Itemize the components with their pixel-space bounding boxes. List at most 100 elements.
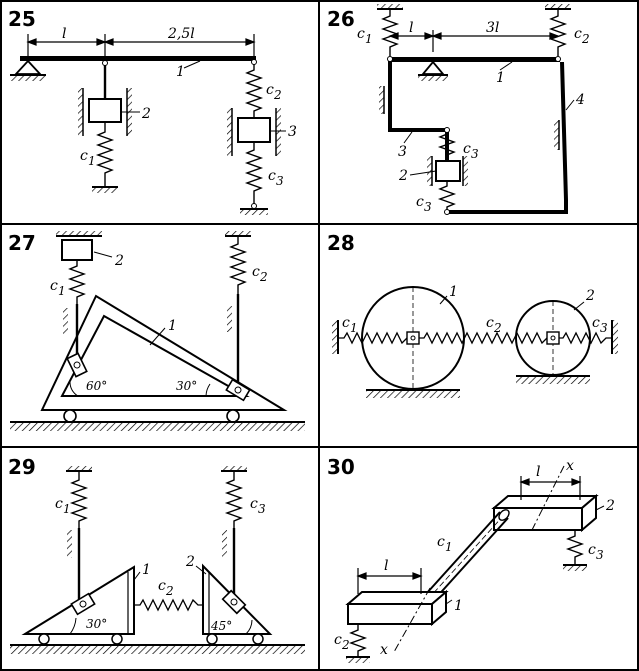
- mass-3: [237, 117, 271, 143]
- problem-29: 29 c 1 c 3 1 30° c 2: [8, 455, 305, 654]
- svg-text:2: 2: [581, 32, 590, 46]
- dim-3l-label: 3l: [486, 20, 499, 36]
- svg-text:2: 2: [493, 321, 502, 335]
- angle-45: 45°: [210, 619, 232, 633]
- dim-l-lower: l: [384, 558, 388, 574]
- problem-30: 30 2 l x c 3 c 1 1: [327, 455, 615, 663]
- angle-30: 30°: [86, 617, 107, 631]
- svg-text:3: 3: [276, 174, 284, 188]
- label-c1: c: [50, 278, 58, 294]
- label-c2: c: [266, 82, 274, 98]
- label-c2: c: [158, 578, 166, 594]
- problem-number: 27: [8, 231, 36, 255]
- label-c1: c: [437, 534, 445, 550]
- problem-number: 28: [327, 231, 355, 255]
- label-c1: c: [342, 315, 350, 331]
- label-c3: c: [588, 542, 596, 558]
- problem-26: 26 c 1 c 2 l 3l 1: [327, 4, 590, 215]
- label-c3: c: [592, 315, 600, 331]
- label-c3: c: [268, 168, 276, 184]
- label-2: 2: [398, 168, 408, 184]
- label-c1: c: [80, 148, 88, 164]
- dim-l-label: l: [409, 20, 413, 36]
- spring-c1: [69, 471, 89, 528]
- label-1: 1: [168, 318, 177, 334]
- svg-text:1: 1: [63, 502, 71, 516]
- label-3: 3: [398, 144, 407, 160]
- label-2: 2: [141, 106, 151, 122]
- spring-c3: [565, 530, 585, 564]
- svg-text:1: 1: [88, 154, 96, 168]
- axis-x-lower: x: [380, 642, 388, 658]
- angle-30: 30°: [176, 379, 197, 393]
- dim-l-label: l: [62, 26, 66, 42]
- spring-c2: [419, 331, 548, 345]
- problem-number: 25: [8, 7, 36, 31]
- svg-text:2: 2: [165, 584, 174, 598]
- beam-1: [388, 57, 560, 62]
- spring-c2: [548, 9, 568, 56]
- svg-text:2: 2: [341, 638, 350, 652]
- spring-c1: [338, 331, 408, 345]
- label-c2: c: [252, 264, 260, 280]
- label-c1: c: [357, 26, 365, 42]
- svg-text:3: 3: [258, 502, 266, 516]
- svg-text:1: 1: [58, 284, 66, 298]
- pin-support: [10, 59, 46, 81]
- spring-c1: [95, 122, 115, 186]
- spring-c3: [224, 471, 244, 528]
- beam-1: [20, 56, 256, 61]
- svg-text:1: 1: [445, 540, 453, 554]
- dim-2.5l-label: 2,5l: [167, 26, 195, 42]
- mass-2: [435, 160, 461, 182]
- mass-2: [88, 98, 122, 123]
- label-c3-upper: c: [463, 141, 471, 157]
- angle-60: 60°: [86, 379, 107, 393]
- rod-4: [449, 61, 568, 214]
- svg-text:3: 3: [596, 548, 604, 562]
- label-1: 1: [176, 64, 185, 80]
- spring-c1: [380, 9, 400, 56]
- spring-c3: [244, 142, 264, 204]
- spring-c2: [134, 598, 203, 612]
- svg-text:2: 2: [259, 270, 268, 284]
- problem-25: 25 l 2,5l 2: [8, 7, 297, 215]
- label-c2: c: [574, 26, 582, 42]
- label-4: 4: [575, 92, 585, 108]
- problem-28: 28 1 2 c 1 c 2 c 3: [327, 231, 618, 398]
- label-1: 1: [449, 284, 458, 300]
- label-c2: c: [486, 315, 494, 331]
- problem-number: 26: [327, 7, 355, 31]
- label-c3: c: [250, 496, 258, 512]
- label-2: 2: [114, 253, 124, 269]
- svg-text:1: 1: [365, 32, 373, 46]
- label-3: 3: [288, 124, 297, 140]
- label-1: 1: [454, 598, 463, 614]
- label-2: 2: [605, 498, 615, 514]
- spring-c3: [559, 331, 612, 345]
- problem-number: 30: [327, 455, 355, 479]
- svg-text:3: 3: [600, 321, 608, 335]
- problem-number: 29: [8, 455, 36, 479]
- spring-c2: [228, 236, 248, 294]
- label-2: 2: [185, 554, 195, 570]
- dim-l-upper: l: [536, 464, 540, 480]
- svg-text:2: 2: [273, 88, 282, 102]
- label-c3-lower: c: [416, 194, 424, 210]
- label-2: 2: [585, 288, 595, 304]
- axis-x-upper: x: [566, 458, 574, 474]
- label-c2: c: [334, 632, 342, 648]
- problem-27: 27 2 c 1 c 2 1 60°: [8, 231, 305, 431]
- label-1: 1: [142, 562, 151, 578]
- svg-text:3: 3: [424, 200, 432, 214]
- spring-c1: [67, 260, 87, 304]
- svg-text:1: 1: [350, 321, 358, 335]
- svg-text:3: 3: [471, 147, 479, 161]
- mass-2: [61, 239, 93, 261]
- spring-c2: [244, 64, 264, 118]
- spring-c2: [348, 624, 368, 656]
- label-c1: c: [55, 496, 63, 512]
- triangle-frame-1: [40, 294, 288, 411]
